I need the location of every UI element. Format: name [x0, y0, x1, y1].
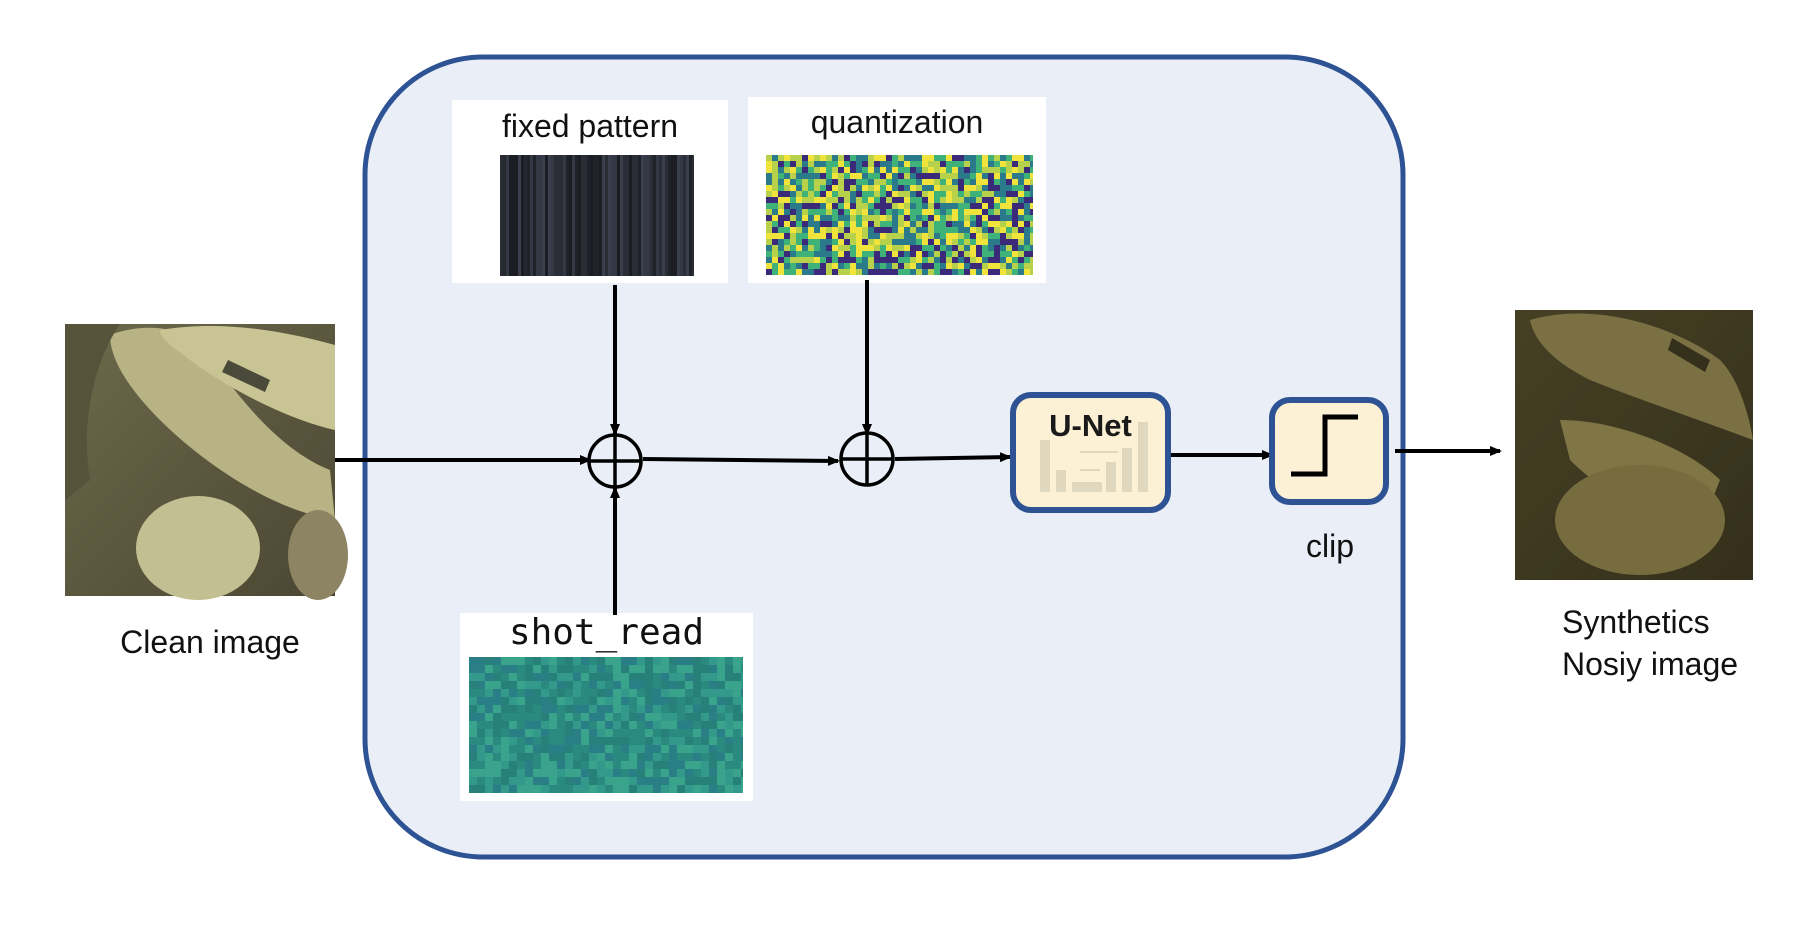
unet-label: U-Net [1049, 408, 1132, 443]
synthetic-noisy-image-photo [1515, 310, 1753, 580]
shot-read-label: shot_read [508, 612, 705, 653]
clean-image-photo [65, 324, 348, 600]
adder-2-circled-plus-icon [839, 431, 895, 487]
bar-chart-icon [1040, 422, 1148, 492]
clip-label: clip [1305, 528, 1354, 564]
quantization-label: quantization [810, 104, 984, 140]
synthetic-image-label-line1: Synthetics [1562, 604, 1710, 640]
fixed-pattern-noise-image [500, 155, 694, 276]
shot-read-noise-image [469, 657, 743, 793]
arrow-adder1-to-adder2 [642, 455, 840, 466]
quantization-noise-image [766, 155, 1033, 275]
synthetic-image-label-line2: Nosiy image [1562, 646, 1739, 682]
arrow-adder2-to-unet [894, 452, 1012, 463]
fixed-pattern-label: fixed pattern [501, 108, 679, 144]
clean-image-label: Clean image [120, 624, 300, 660]
adder-1-circled-plus-icon [587, 433, 643, 489]
step-function-icon [1291, 414, 1358, 477]
